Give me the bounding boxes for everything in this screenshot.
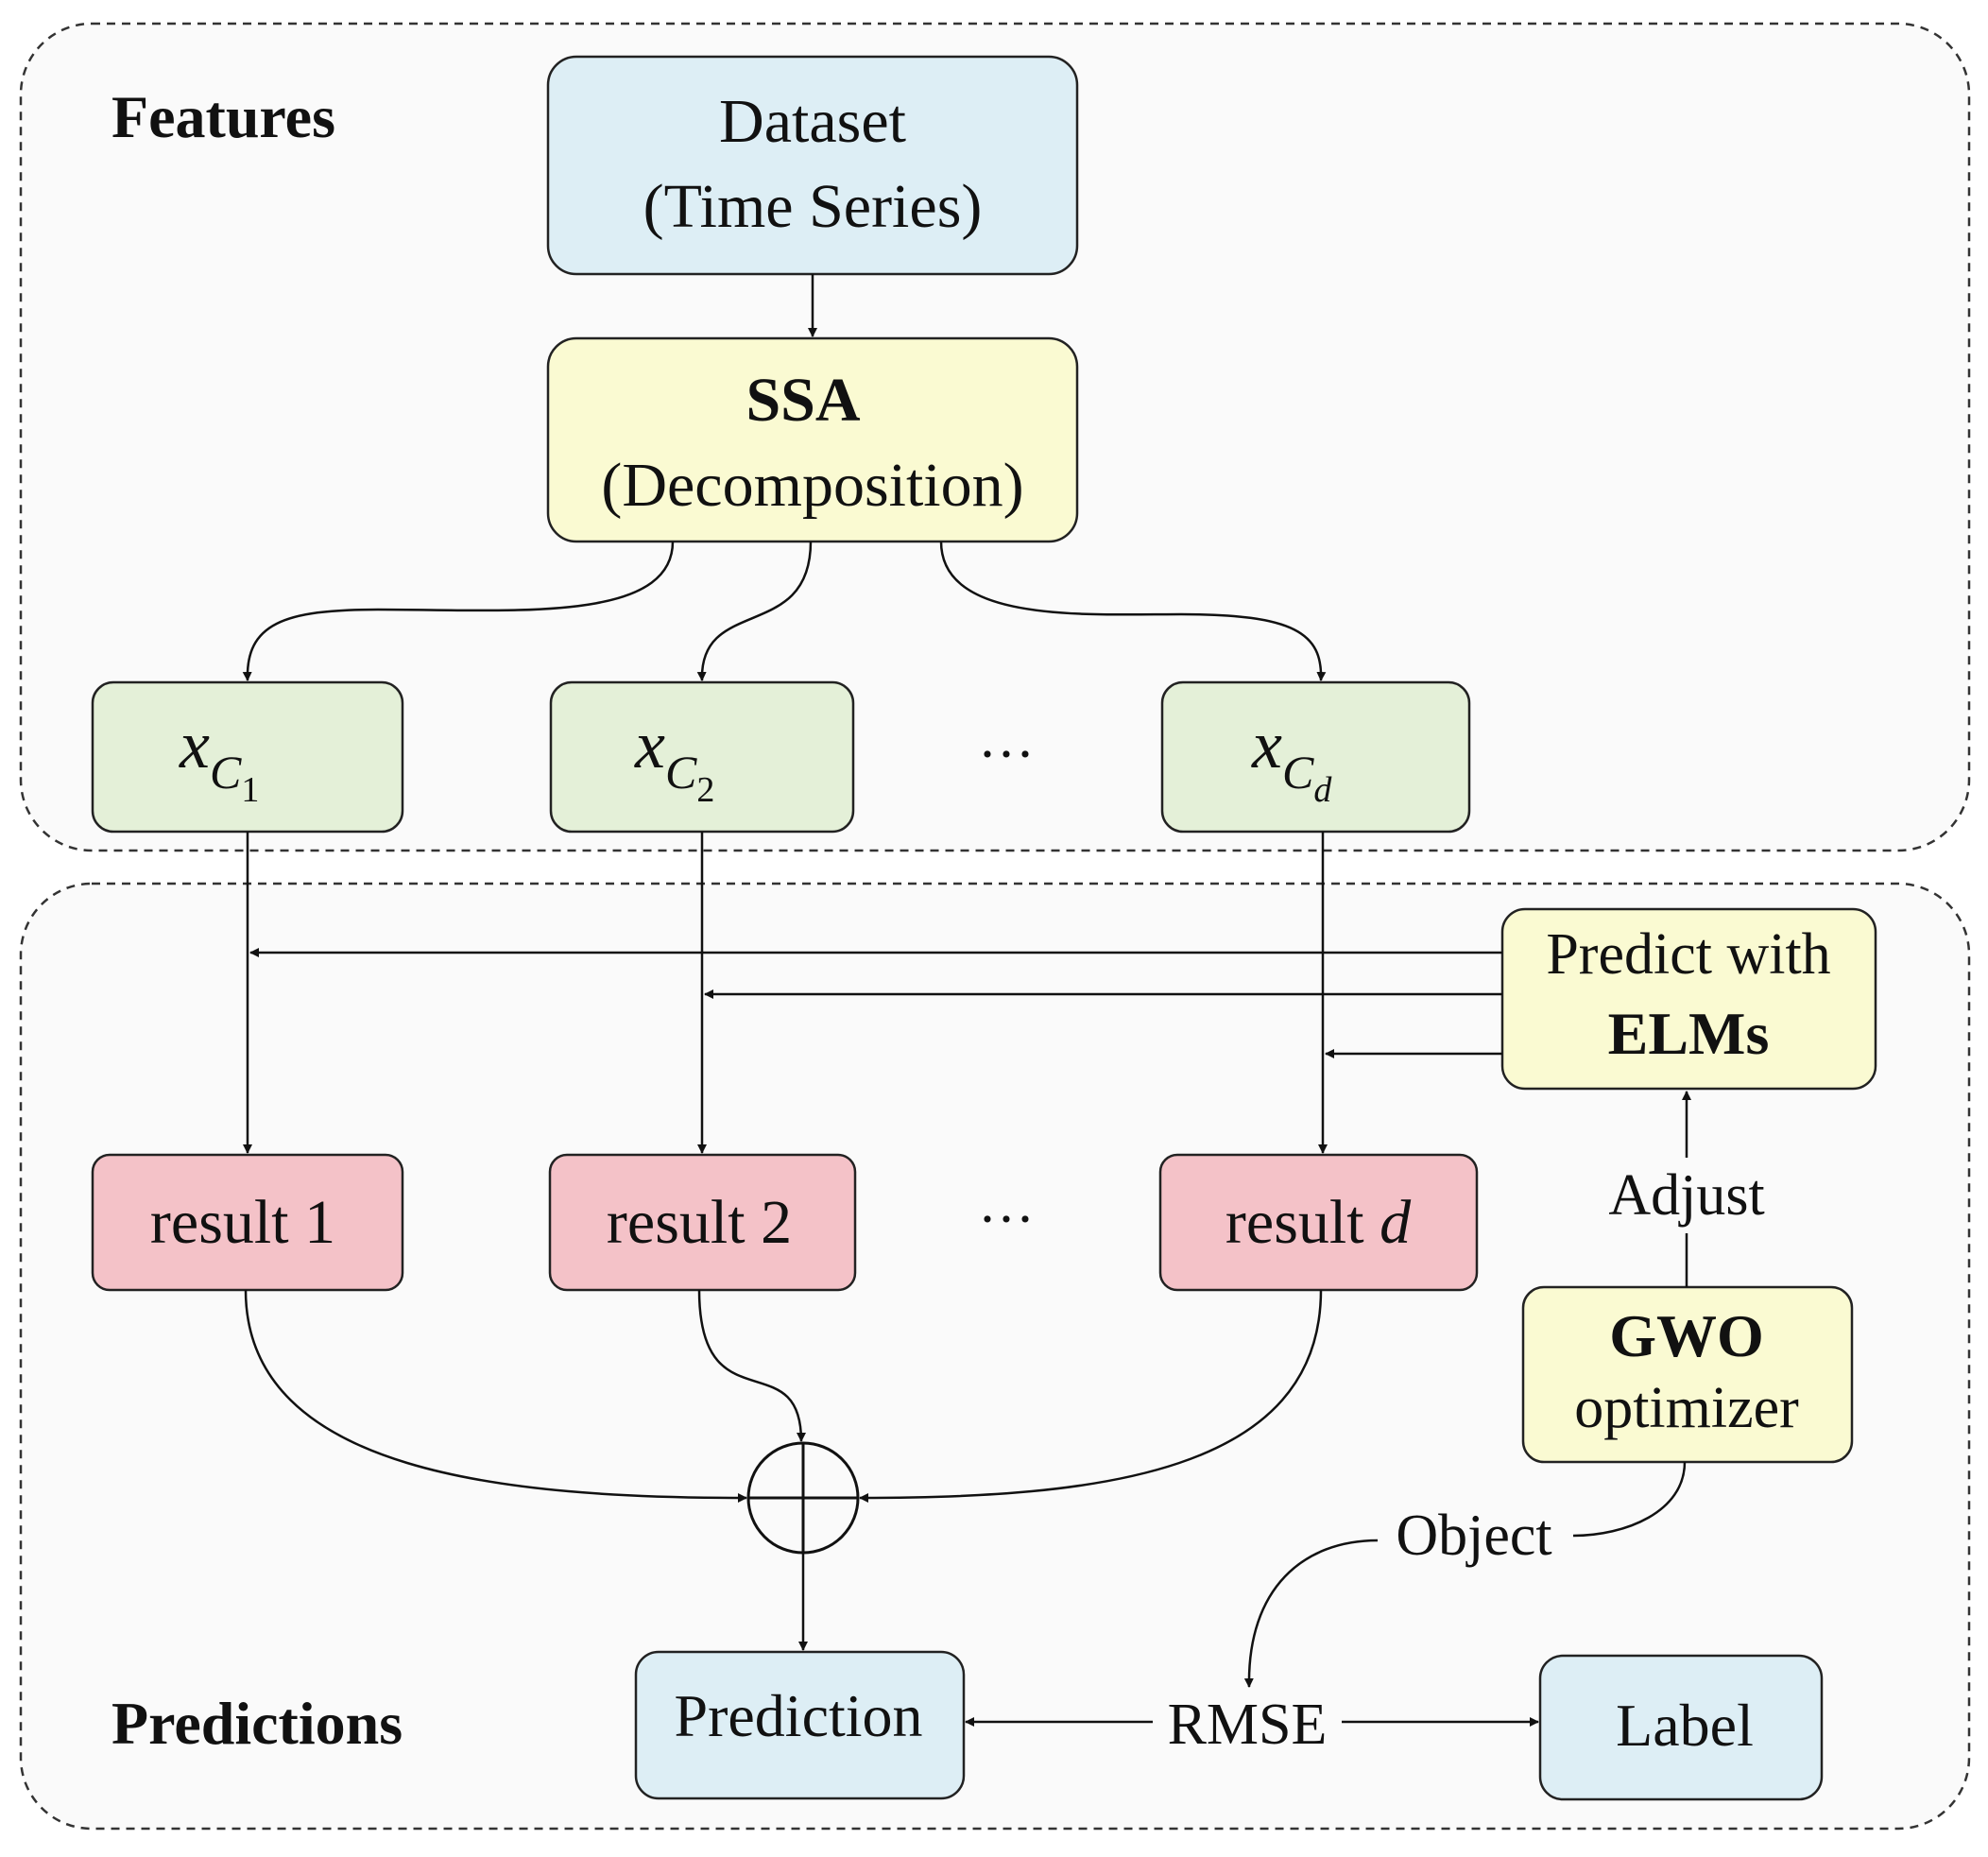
adjust-label: Adjust [1608, 1163, 1764, 1228]
dataset-title: Dataset [719, 87, 906, 156]
object-label: Object [1396, 1504, 1551, 1568]
adjust-label-bg [1597, 1158, 1776, 1233]
elm-node: Predict with ELMs [1500, 907, 1877, 1091]
ssa-title: SSA [746, 366, 860, 435]
dataset-node: Dataset (Time Series) [546, 55, 1079, 276]
result-box-2 [548, 1153, 857, 1292]
dataset-subtitle: (Time Series) [643, 172, 983, 241]
ssa-subtitle: (Decomposition) [601, 451, 1023, 520]
elm-box [1500, 907, 1877, 1091]
prediction-node: Prediction [634, 1650, 966, 1800]
result-box-1 [91, 1153, 404, 1292]
edge-gwo-object [1572, 1461, 1687, 1538]
edge-ssa-component-2 [696, 541, 813, 681]
elm-title: Predict with [1546, 922, 1830, 987]
edge-ssa-component-1 [242, 541, 675, 681]
result-node-2: result 2 [548, 1153, 857, 1292]
predictions-title: Predictions [111, 1690, 403, 1757]
result-label-1: result 1 [150, 1188, 335, 1257]
component-node-2: xC2 [549, 680, 855, 834]
edge-result-2-sum [697, 1289, 806, 1442]
component-label-1: xC1 [179, 707, 259, 810]
component-label-2: xC2 [634, 707, 714, 810]
result-label-d: result d [1225, 1188, 1412, 1257]
component-node-1: xC1 [91, 680, 404, 834]
gwo-subtitle: optimizer [1574, 1376, 1799, 1440]
edge-result-1-sum [244, 1289, 747, 1503]
gwo-node: GWO optimizer [1521, 1285, 1854, 1464]
label-box [1538, 1654, 1824, 1801]
ssa-node: SSA (Decomposition) [546, 336, 1079, 543]
sum-node [746, 1441, 860, 1555]
result-node-d: result d [1158, 1153, 1479, 1292]
component-label-d: xCd [1251, 707, 1332, 810]
prediction-box [634, 1650, 966, 1800]
edge-object-rmse [1243, 1539, 1379, 1688]
component-node-d: xCd [1160, 680, 1471, 834]
result-node-1: result 1 [91, 1153, 404, 1292]
component-ellipsis: ··· [978, 723, 1035, 785]
label-node: Label [1538, 1654, 1824, 1801]
features-title: Features [111, 83, 335, 150]
ssa-box [546, 336, 1079, 543]
label-text: Label [1616, 1692, 1754, 1759]
elm-subtitle: ELMs [1608, 1000, 1770, 1067]
edge-result-d-sum [859, 1289, 1323, 1503]
result-box-d [1158, 1153, 1479, 1292]
prediction-text: Prediction [674, 1682, 922, 1749]
result-ellipsis: ··· [978, 1188, 1035, 1250]
component-box-d [1160, 680, 1471, 834]
edges [242, 274, 1691, 1727]
predictions-panel [19, 882, 1971, 1831]
rmse-label: RMSE [1168, 1693, 1328, 1757]
gwo-title: GWO [1609, 1302, 1764, 1369]
result-label-2: result 2 [607, 1188, 792, 1257]
edge-ssa-component-d [939, 541, 1327, 681]
